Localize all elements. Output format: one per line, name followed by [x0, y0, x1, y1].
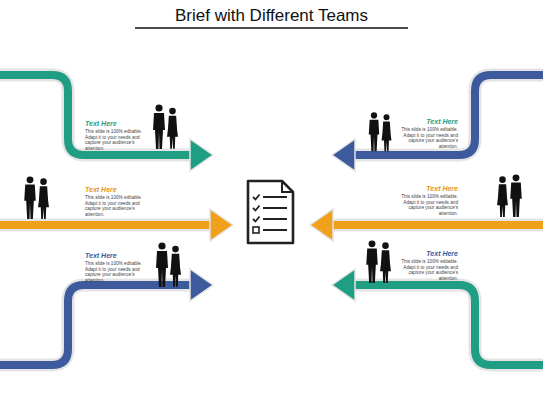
slide-title: Brief with Different Teams: [0, 6, 543, 26]
person-silhouette: [170, 246, 181, 287]
arrow-head: [210, 209, 233, 241]
block-heading: Text Here: [392, 250, 458, 258]
document-outline: [248, 181, 293, 243]
flow-arrow: [353, 285, 543, 365]
check-box: [253, 227, 259, 233]
arrow-shadow: [0, 219, 212, 232]
flow-arrow: [0, 221, 212, 229]
person-silhouette: [156, 242, 168, 287]
document-icon: [248, 181, 293, 243]
flow-arrow: [0, 285, 192, 365]
arrow-head: [332, 139, 355, 171]
arrow-head: [332, 269, 355, 301]
flow-arrow: [0, 75, 192, 155]
block-body: This slide is 100% editable. Adapt it to…: [398, 127, 458, 150]
person-silhouette: [510, 174, 521, 217]
person-silhouette: [382, 114, 392, 151]
text-lines: [263, 197, 287, 230]
person-silhouette: [167, 108, 178, 149]
arrow-shadow: [353, 75, 543, 155]
check-marks: [253, 195, 260, 222]
block-heading: Text Here: [392, 185, 458, 193]
person-silhouette: [380, 242, 391, 283]
block-body: This slide is 100% editable. Adapt it to…: [392, 194, 458, 217]
block-heading: Text Here: [85, 252, 151, 260]
flow-arrow: [330, 221, 543, 229]
block-body: This slide is 100% editable. Adapt it to…: [85, 129, 151, 152]
arrow-head: [310, 209, 333, 241]
block-body: This slide is 100% editable. Adapt it to…: [85, 261, 151, 284]
arrow-shadow: [0, 285, 192, 365]
person-silhouette: [366, 240, 377, 283]
block-heading: Text Here: [398, 118, 458, 126]
title-underline: [135, 27, 408, 28]
arrow-head: [190, 269, 213, 301]
arrow-shadow: [0, 75, 192, 155]
person-silhouette: [38, 178, 49, 219]
block-heading: Text Here: [85, 120, 151, 128]
person-silhouette: [497, 176, 508, 217]
person-silhouette: [369, 112, 379, 151]
document-fold: [282, 181, 293, 192]
arrow-head: [190, 139, 213, 171]
block-body: This slide is 100% editable. Adapt it to…: [392, 259, 458, 282]
arrow-shadow: [330, 219, 543, 232]
block-heading: Text Here: [85, 186, 151, 194]
block-body: This slide is 100% editable. Adapt it to…: [85, 195, 151, 218]
person-silhouette: [24, 176, 35, 219]
person-silhouette: [153, 104, 165, 149]
arrow-shadow: [353, 285, 543, 365]
flow-arrow: [353, 75, 543, 155]
